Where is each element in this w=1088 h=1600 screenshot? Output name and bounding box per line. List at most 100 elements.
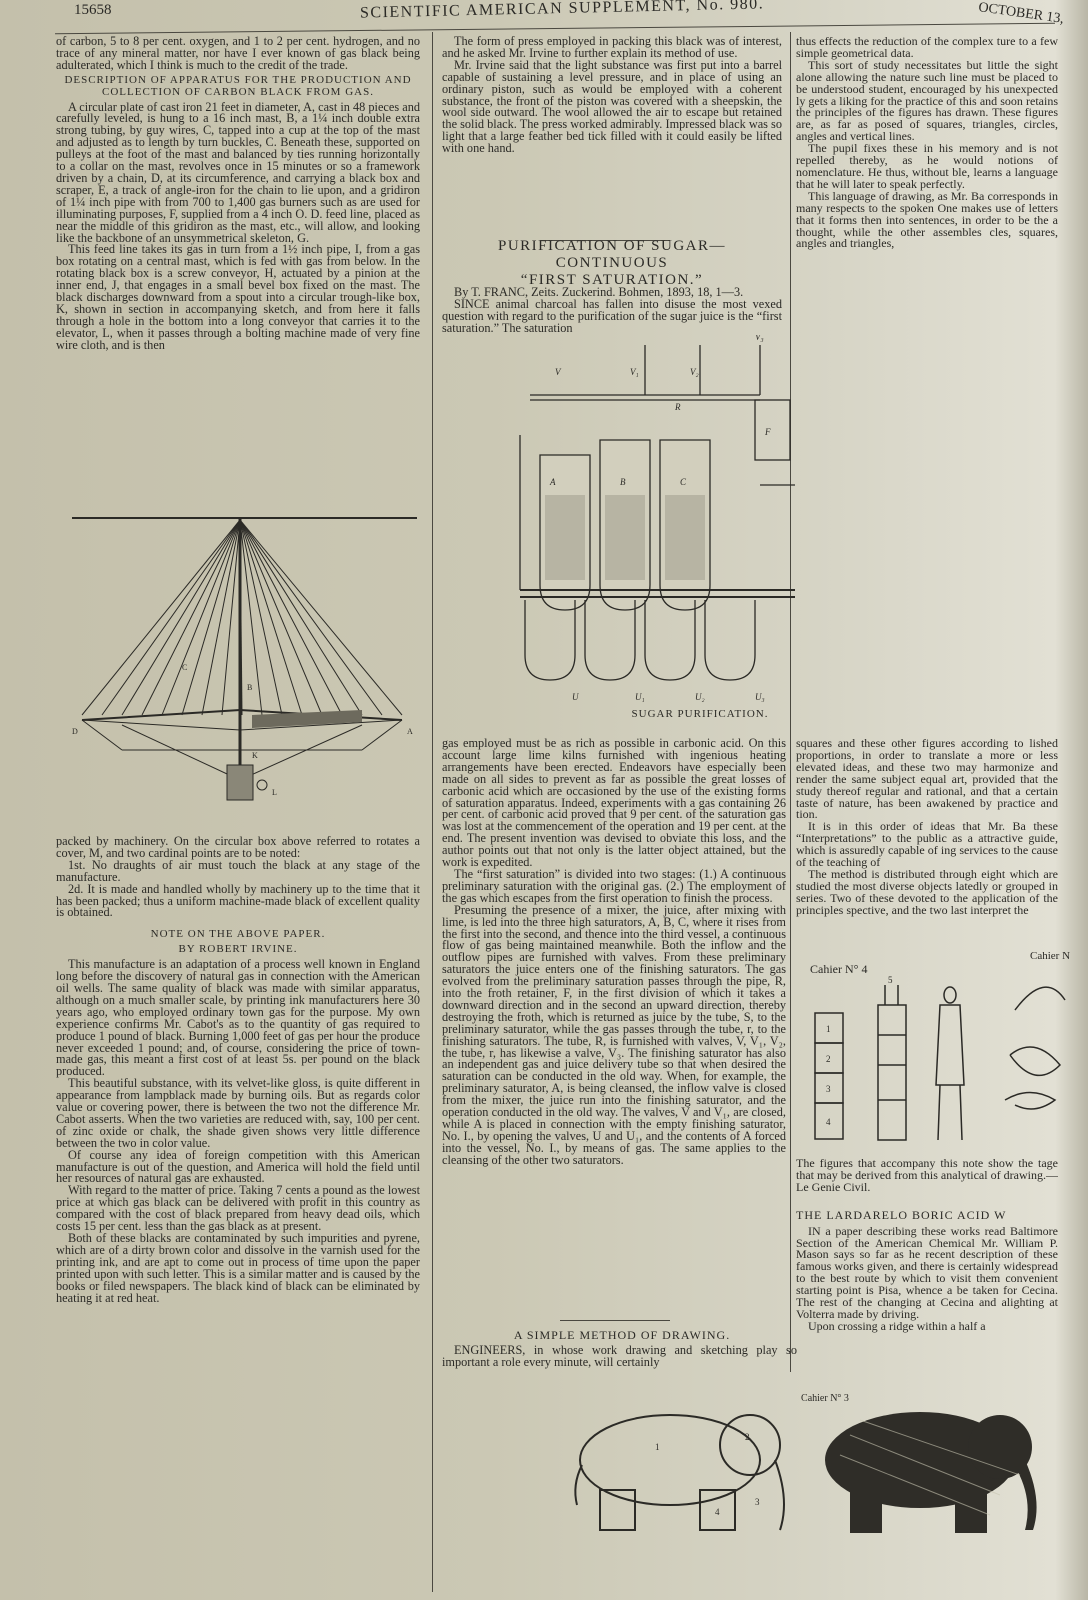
- paragraph: The pupil fixes these in his memory and …: [796, 141, 1058, 191]
- figure-label: V₃: [755, 335, 764, 342]
- article-title-line: PURIFICATION OF SUGAR—CONTINUOUS: [497, 238, 727, 271]
- guy-wire: [239, 519, 243, 716]
- figure-label: K: [252, 751, 258, 760]
- middle-column-body: gas employed must be as rich as possible…: [442, 738, 786, 1318]
- figure-label: R: [674, 402, 681, 412]
- paragraph: packed by machinery. On the circular box…: [56, 836, 420, 860]
- paragraph: Both of these blacks are contaminated by…: [56, 1231, 420, 1305]
- paragraph: The figures that accompany this note sho…: [796, 1158, 1058, 1194]
- paragraph: This manufacture is an adaptation of a p…: [56, 957, 420, 1079]
- cahier-4-figure: 1 2 3 4 5: [814, 975, 1066, 1141]
- guy-wire: [239, 519, 343, 716]
- guy-wire: [81, 519, 241, 716]
- figure-number: 2: [826, 1054, 831, 1064]
- figure-label: L: [272, 788, 277, 797]
- right-column-bottom: The figures that accompany this note sho…: [796, 1158, 1058, 1373]
- figure-label: A: [407, 727, 413, 736]
- paragraph: The method is distributed through eight …: [796, 866, 1058, 917]
- middle-column-drawing-intro: ENGINEERS, in whose work drawing and ske…: [442, 1345, 797, 1371]
- figure-number: 3: [755, 1497, 760, 1507]
- figure-label: C: [182, 663, 187, 672]
- carbon-black-apparatus-figure: D A B C K L: [72, 517, 417, 801]
- paragraph: ENGINEERS, in whose work drawing and ske…: [442, 1345, 797, 1369]
- guy-wire: [239, 519, 363, 716]
- paragraph: With regard to the matter of price. Taki…: [56, 1183, 420, 1234]
- guy-wire: [239, 519, 283, 716]
- elephant-drawing-figure: 1 2 4 3: [574, 1412, 1037, 1533]
- paragraph: This beautiful substance, with its velve…: [56, 1076, 420, 1150]
- left-column-bottom: packed by machinery. On the circular box…: [56, 836, 420, 1596]
- paragraph: IN a paper describing these works read B…: [796, 1223, 1058, 1321]
- figure-label: V: [555, 367, 562, 377]
- figure-caption: Cahier N: [1030, 950, 1071, 962]
- paragraph: Presuming the presence of a mixer, the j…: [442, 902, 786, 1167]
- section-heading: DESCRIPTION OF APPARATUS FOR THE PRODUCT…: [64, 73, 412, 98]
- byline: By T. FRANC, Zeits. Zuckerind. Bohmen, 1…: [454, 287, 744, 299]
- figure-number: 3: [826, 1084, 831, 1094]
- paragraph: 2d. It is made and handled wholly by mac…: [56, 881, 420, 920]
- guy-wire: [121, 519, 241, 716]
- figure-caption: Cahier N° 3: [801, 1393, 849, 1404]
- paragraph: Of course any idea of foreign competitio…: [56, 1147, 420, 1186]
- middle-column-top: The form of press employed in packing th…: [442, 36, 782, 236]
- paragraph: It is in this order of ideas that Mr. Ba…: [796, 819, 1058, 870]
- right-column-middle: squares and these other figures accordin…: [796, 738, 1058, 938]
- figure-label: D: [72, 727, 78, 736]
- masthead-title: SCIENTIFIC AMERICAN SUPPLEMENT, No. 980.: [359, 0, 765, 22]
- figure-label: A: [549, 477, 556, 487]
- article-title: PURIFICATION OF SUGAR—CONTINUOUS “FIRST …: [442, 238, 782, 289]
- guy-wire: [239, 519, 323, 716]
- figure-label: 5: [888, 975, 893, 985]
- figure-label: U₂: [695, 692, 705, 702]
- paragraph: thus effects the reduction of the comple…: [796, 36, 1058, 60]
- guy-wire: [181, 519, 241, 716]
- figure-label: U₁: [635, 692, 645, 702]
- byline: BY ROBERT IRVINE.: [178, 943, 298, 956]
- figure-label: V₁: [630, 367, 639, 377]
- figure-number: 4: [826, 1117, 831, 1127]
- paragraph: Upon crossing a ridge within a half a: [808, 1318, 986, 1333]
- left-column-top: of carbon, 5 to 8 per cent. oxygen, and …: [56, 36, 420, 506]
- paragraph: gas employed must be as rich as possible…: [442, 738, 786, 870]
- guy-wire: [239, 519, 403, 716]
- middle-column-intro: By T. FRANC, Zeits. Zuckerind. Bohmen, 1…: [442, 287, 782, 335]
- guy-wire: [141, 519, 241, 716]
- figure-number: 1: [826, 1024, 831, 1034]
- paragraph: This sort of study necessitates but litt…: [796, 57, 1058, 144]
- guy-wire: [239, 519, 303, 716]
- right-column-top: thus effects the reduction of the comple…: [796, 36, 1058, 274]
- guy-wire: [221, 519, 241, 716]
- guy-wire: [101, 519, 241, 716]
- sugar-purification-figure: V V₁ V₂ V₃ R F A B C U U₁ U₂ U₃: [519, 335, 795, 702]
- section-heading: A SIMPLE METHOD OF DRAWING.: [513, 1328, 731, 1342]
- figure-number: 2: [745, 1432, 750, 1442]
- article-title-line: “FIRST SATURATION.”: [520, 272, 704, 288]
- figure-label: C: [680, 477, 687, 487]
- guy-wire: [161, 519, 241, 716]
- guy-wire: [201, 519, 241, 716]
- section-heading: THE LARDARELO BORIC ACID W: [796, 1207, 1007, 1222]
- paragraph: A circular plate of cast iron 21 feet in…: [56, 99, 420, 245]
- section-heading: NOTE ON THE ABOVE PAPER.: [150, 928, 326, 941]
- paragraph: of carbon, 5 to 8 per cent. oxygen, and …: [56, 36, 420, 72]
- guy-wire: [239, 519, 263, 716]
- column-divider-2: [790, 32, 791, 1372]
- header-rule: [55, 22, 1055, 35]
- column-divider-1: [432, 32, 433, 1592]
- paragraph: The form of press employed in packing th…: [442, 36, 782, 60]
- figure-caption: SUGAR PURIFICATION.: [631, 708, 769, 720]
- section-rule: [540, 240, 670, 241]
- section-rule: [560, 1320, 670, 1321]
- figure-label: B: [247, 683, 252, 692]
- paragraph: This language of drawing, as Mr. Ba corr…: [796, 188, 1058, 251]
- paragraph: This feed line takes its gas in turn fro…: [56, 242, 420, 352]
- paragraph: The “first saturation” is divided into t…: [442, 866, 786, 905]
- paragraph: Mr. Irvine said that the light substance…: [442, 57, 782, 156]
- paragraph: 1st. No draughts of air must touch the b…: [56, 857, 420, 884]
- figure-label: U₃: [755, 692, 765, 702]
- figure-label: V₂: [690, 367, 699, 377]
- figure-label: B: [620, 477, 626, 487]
- paragraph: squares and these other figures accordin…: [796, 738, 1058, 822]
- figure-number: 1: [655, 1442, 660, 1452]
- figure-number: 4: [715, 1507, 720, 1517]
